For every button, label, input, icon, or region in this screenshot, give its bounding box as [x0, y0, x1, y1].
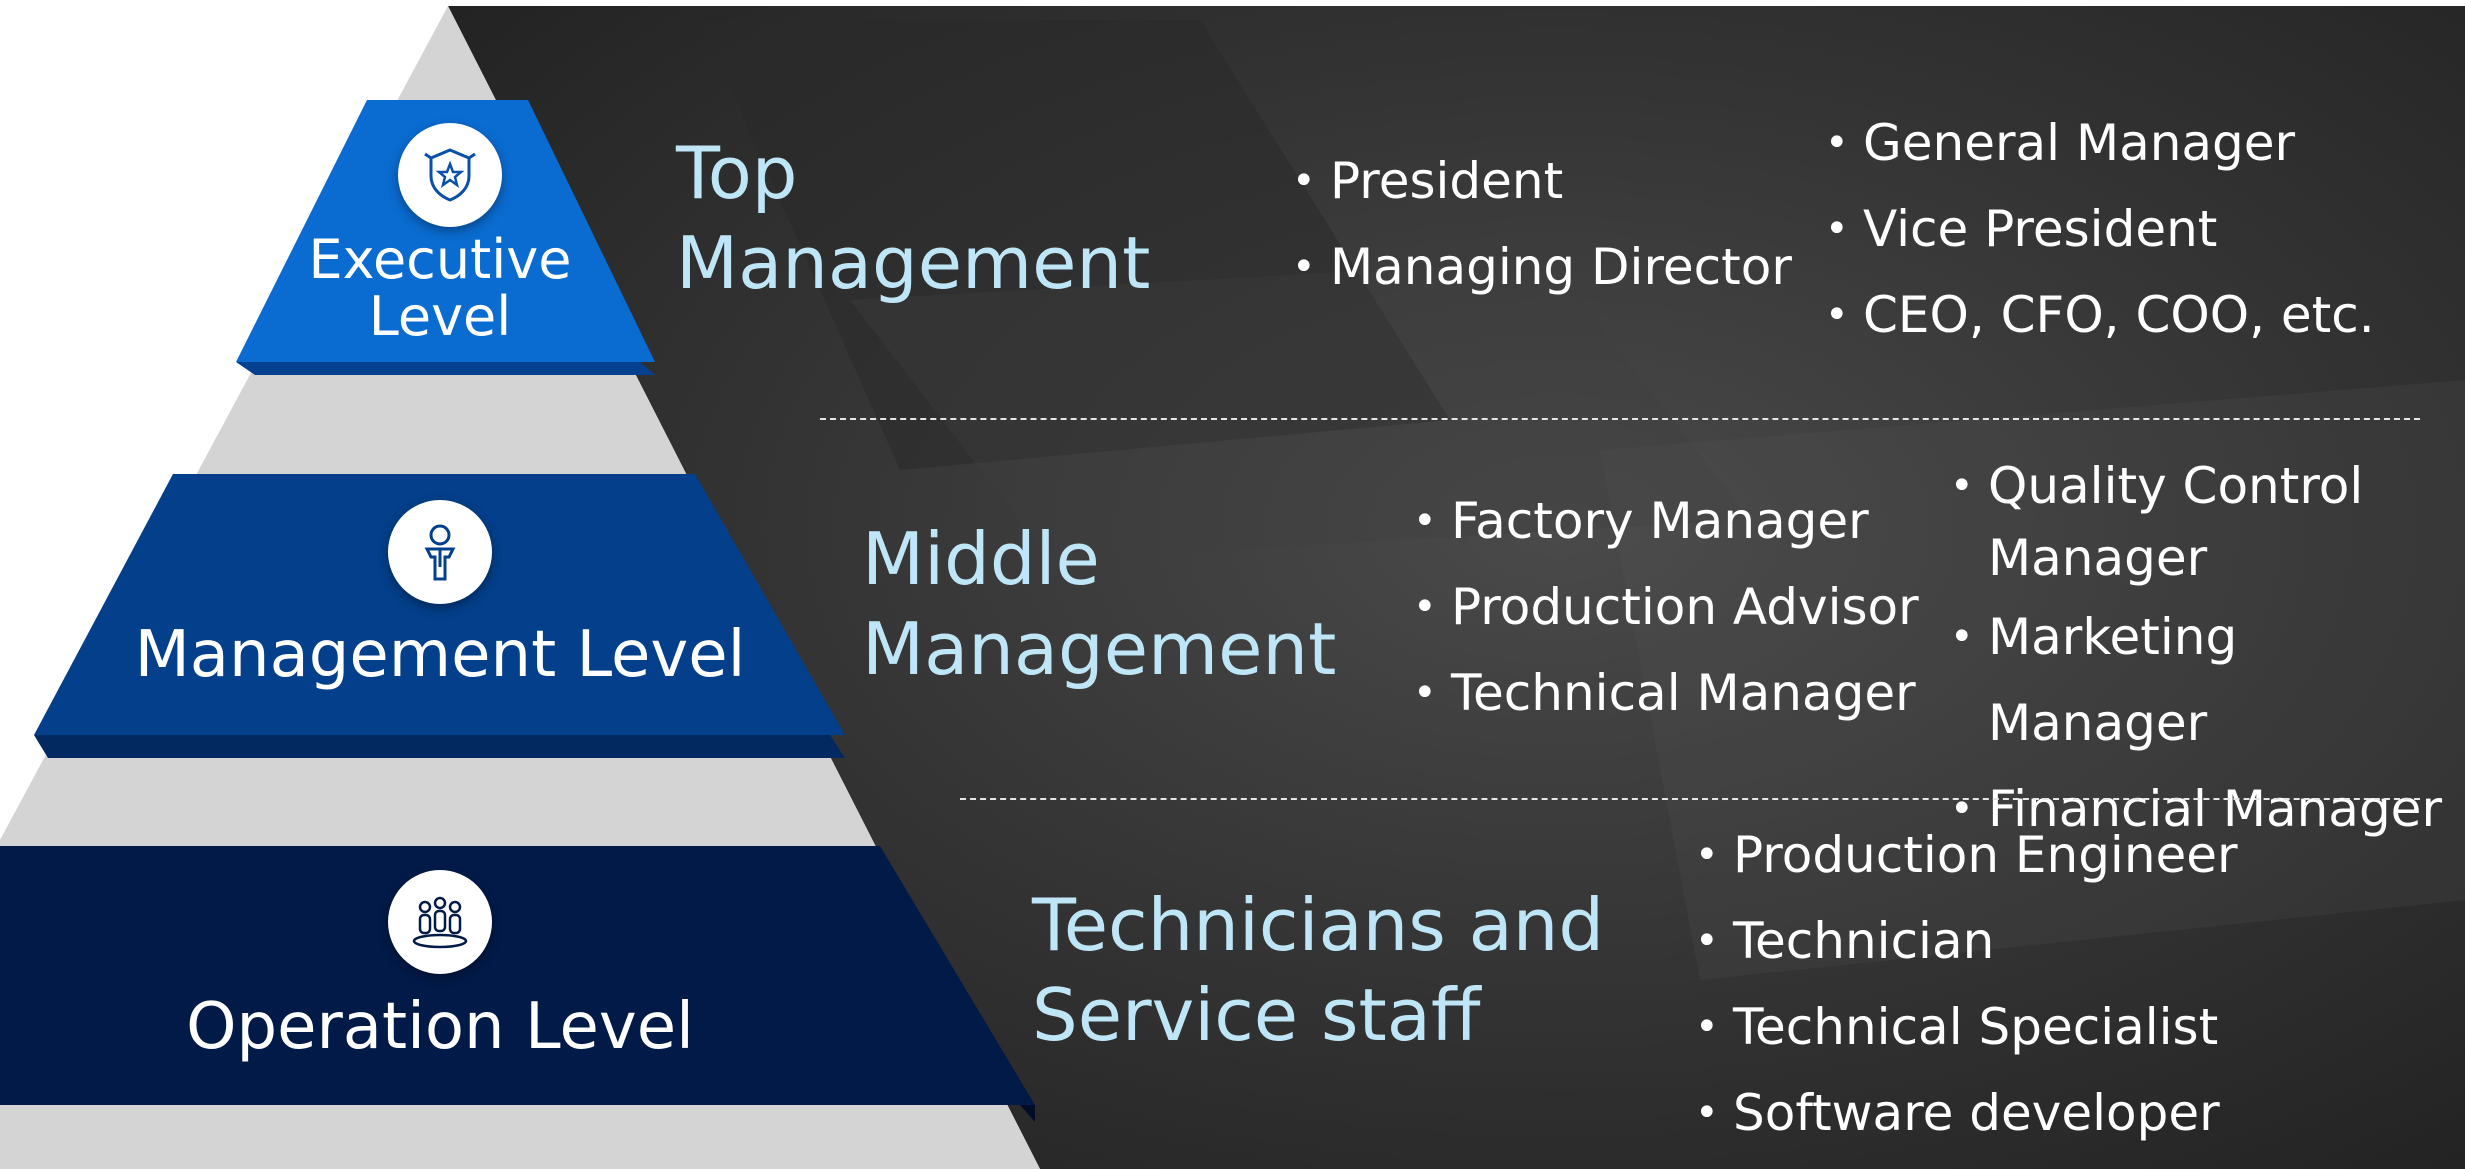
operation-band	[0, 846, 1035, 1105]
list-item: President	[1292, 138, 1792, 224]
executive-level-label: Executive Level	[300, 228, 580, 348]
executive-band-shadow	[236, 362, 655, 375]
technicians-list: Production Engineer Technician Technical…	[1695, 812, 2238, 1156]
executive-label-line-1: Executive	[308, 228, 572, 291]
manager-person-icon	[388, 500, 492, 604]
heading-line: Service staff	[1032, 973, 1481, 1057]
executive-label-line-2: Level	[368, 284, 512, 348]
list-item: Software developer	[1695, 1070, 2238, 1156]
list-item: Managing Director	[1292, 224, 1792, 310]
technicians-heading: Technicians and Service staff	[1032, 880, 1604, 1060]
operation-band-shadow	[1020, 1105, 1035, 1122]
list-item: Factory Manager	[1413, 478, 1919, 564]
list-item: Technician	[1695, 898, 2238, 984]
top-management-list-right: General Manager Vice President CEO, CFO,…	[1825, 100, 2375, 358]
middle-management-heading: Middle Management	[862, 514, 1336, 694]
list-item: Technical Manager	[1413, 650, 1919, 736]
list-item: General Manager	[1825, 100, 2375, 186]
management-band-shadow	[34, 735, 845, 758]
top-management-list-left: President Managing Director	[1292, 138, 1792, 310]
shield-star-icon	[398, 123, 502, 227]
list-item: Marketing Manager	[1950, 594, 2450, 766]
heading-line: Management	[676, 221, 1151, 305]
list-item: Quality Control Manager	[1950, 450, 2450, 594]
list-item: Vice President	[1825, 186, 2375, 272]
heading-line: Middle	[862, 517, 1100, 601]
heading-line: Management	[862, 607, 1337, 691]
middle-management-list-left: Factory Manager Production Advisor Techn…	[1413, 478, 1919, 736]
management-band	[34, 474, 845, 735]
top-management-heading: Top Management	[676, 128, 1150, 308]
list-item: CEO, CFO, COO, etc.	[1825, 272, 2375, 358]
middle-management-list-right: Quality Control Manager Marketing Manage…	[1950, 450, 2450, 852]
operation-level-label: Operation Level	[186, 990, 694, 1064]
list-item: Production Advisor	[1413, 564, 1919, 650]
list-item: Production Engineer	[1695, 812, 2238, 898]
team-group-icon	[388, 870, 492, 974]
divider-bottom	[960, 798, 2420, 800]
heading-line: Technicians and	[1032, 883, 1605, 967]
management-level-label: Management Level	[134, 618, 746, 692]
executive-band	[236, 100, 655, 362]
divider-top	[820, 418, 2420, 420]
list-item: Technical Specialist	[1695, 984, 2238, 1070]
heading-line: Top	[676, 131, 798, 215]
